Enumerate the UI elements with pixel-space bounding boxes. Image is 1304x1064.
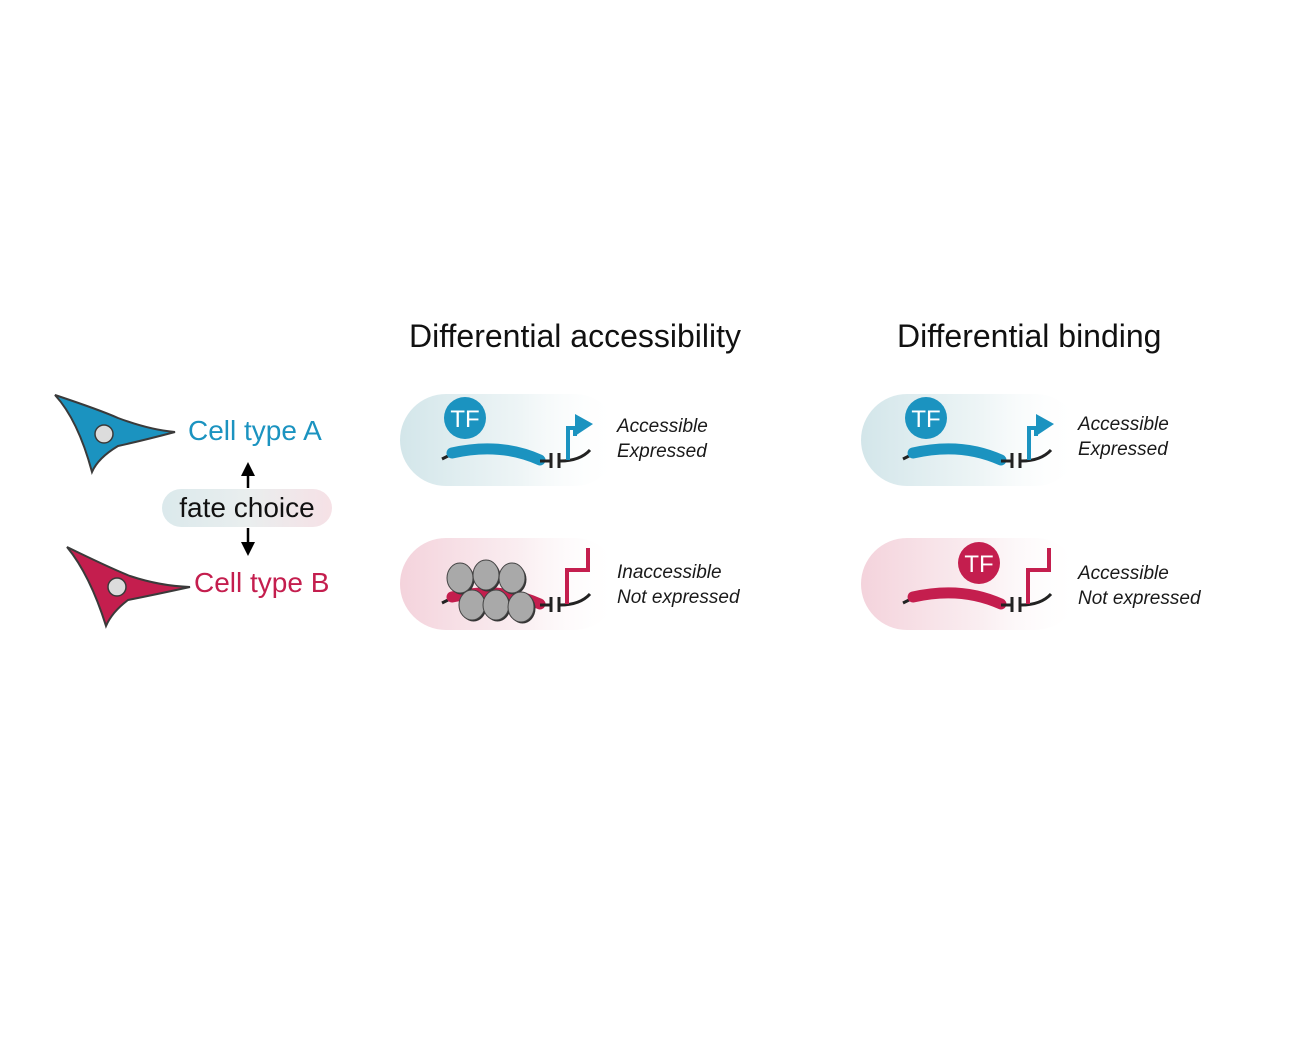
- bind-bottom-dna: [902, 587, 1053, 612]
- bind-top-label: Accessible Expressed: [1078, 412, 1169, 462]
- acc-top-tf: [444, 397, 486, 439]
- acc-bottom-line-1: Inaccessible: [617, 562, 722, 583]
- acc-bottom-line-2: Not expressed: [617, 587, 740, 608]
- bind-top-line-1: Accessible: [1078, 414, 1169, 435]
- cell-type-a-label: Cell type A: [188, 415, 322, 446]
- bind-bottom-line-2: Not expressed: [1078, 588, 1201, 609]
- acc-bottom-flag-icon: [565, 548, 590, 604]
- fate-arrow-up: [241, 462, 255, 488]
- bind-bottom-tf-label: TF: [964, 551, 993, 578]
- cell-type-a-shape: [51, 392, 176, 476]
- acc-top-flag-icon: [566, 414, 593, 460]
- panel-acc-top-bg: [400, 394, 620, 486]
- bind-bottom-tf: [958, 542, 1000, 584]
- acc-top-tf-label: TF: [450, 406, 479, 433]
- bind-bottom-label: Accessible Not expressed: [1078, 561, 1201, 611]
- header-binding: Differential binding: [897, 318, 1162, 354]
- cell-type-b-label: Cell type B: [194, 567, 330, 598]
- panel-bind-bottom-bg: [861, 538, 1081, 630]
- bind-top-flag-icon: [1027, 414, 1054, 460]
- header-accessibility: Differential accessibility: [409, 318, 741, 354]
- bind-bottom-line-1: Accessible: [1078, 563, 1169, 584]
- bind-top-tf-label: TF: [911, 406, 940, 433]
- fate-arrow-down: [241, 528, 255, 556]
- bind-top-tf: [905, 397, 947, 439]
- bind-bottom-flag-icon: [1026, 548, 1051, 604]
- fate-choice-badge: fate choice: [162, 489, 332, 527]
- bind-top-dna: [902, 443, 1053, 468]
- bind-top-line-2: Expressed: [1078, 439, 1168, 460]
- acc-bottom-label: Inaccessible Not expressed: [617, 560, 740, 610]
- acc-top-line-2: Expressed: [617, 441, 707, 462]
- panel-bind-top-bg: [861, 394, 1081, 486]
- acc-top-line-1: Accessible: [617, 416, 708, 437]
- acc-top-dna: [441, 443, 592, 468]
- acc-top-label: Accessible Expressed: [617, 414, 708, 464]
- cell-type-b-shape: [66, 546, 191, 629]
